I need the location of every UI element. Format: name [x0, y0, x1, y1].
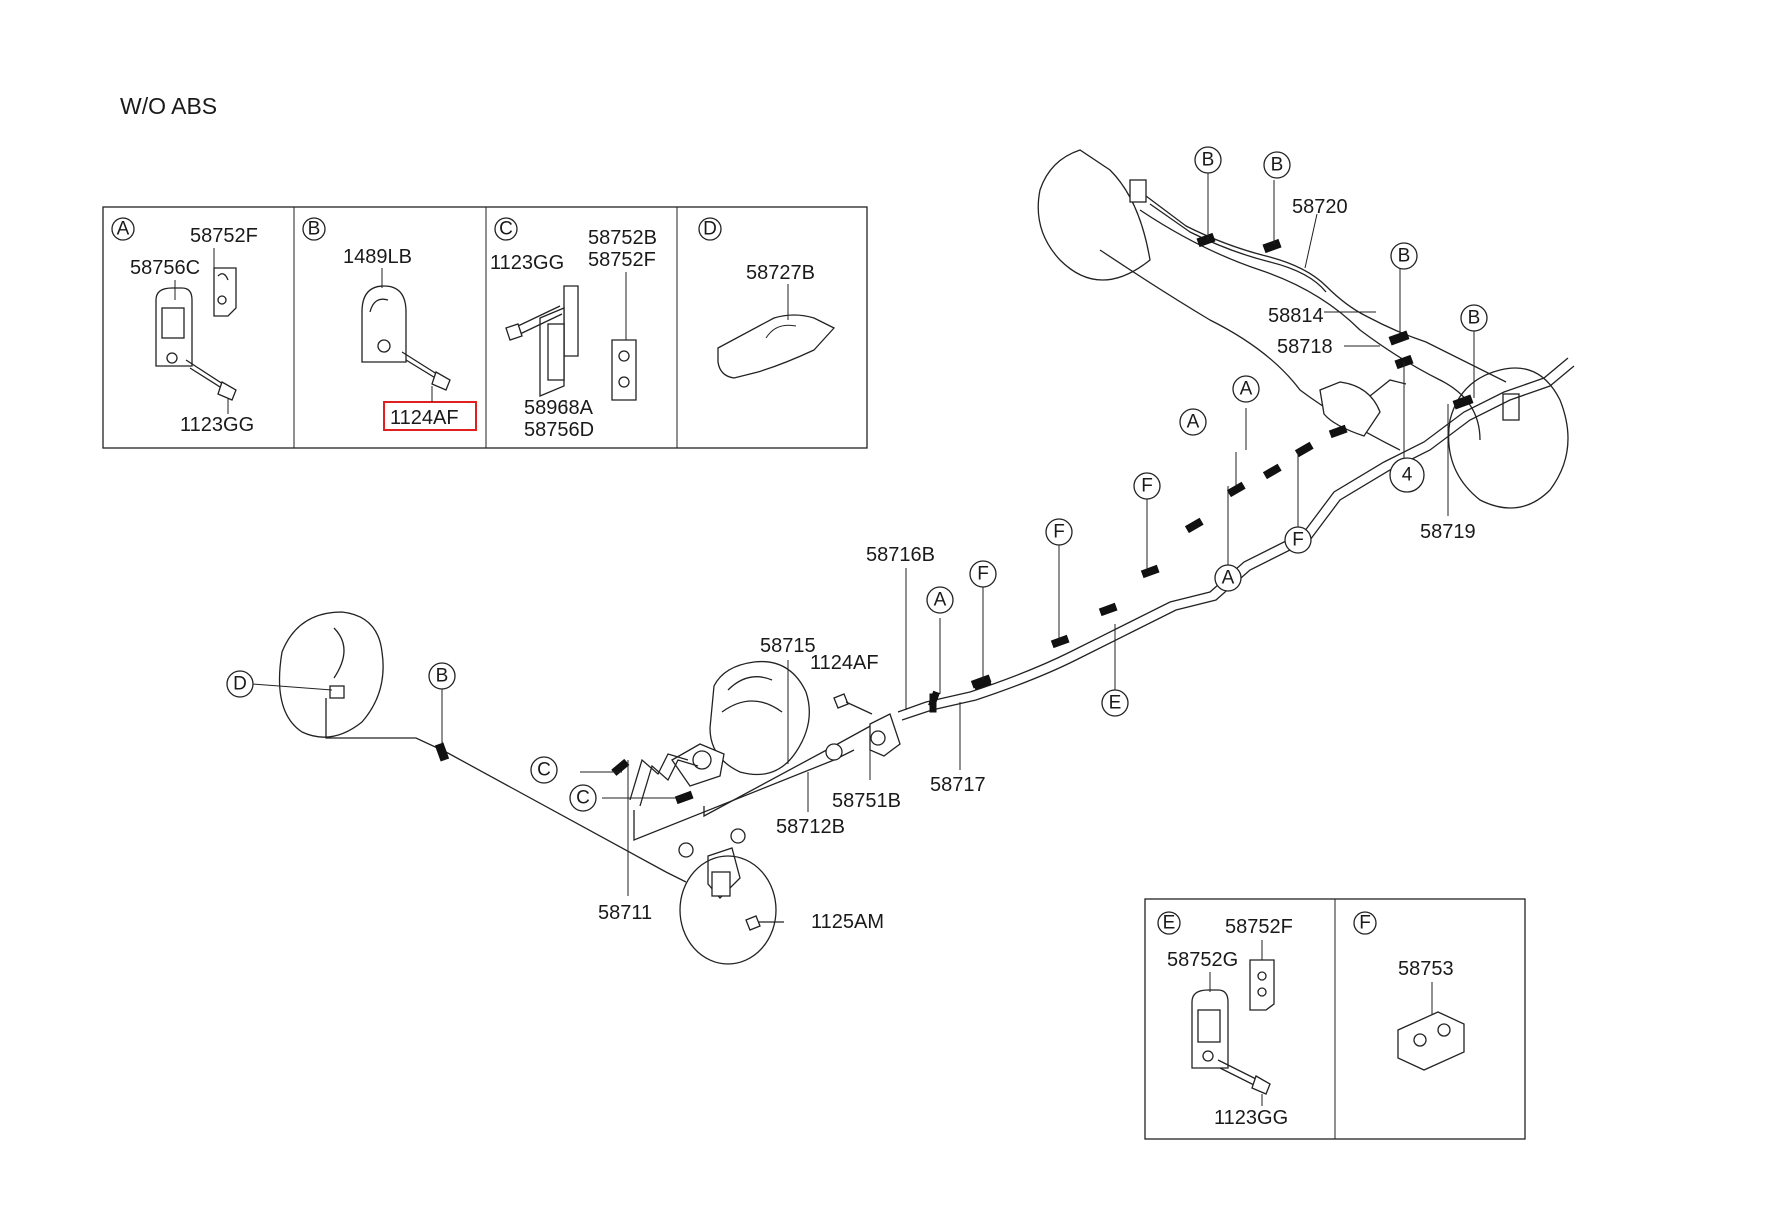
callout-b-1[interactable]: B: [1202, 150, 1215, 171]
part-label-58727B[interactable]: 58727B: [746, 262, 815, 284]
booster-assembly: [629, 660, 901, 965]
part-label-58756C[interactable]: 58756C: [130, 257, 200, 279]
part-label-58712B[interactable]: 58712B: [776, 816, 845, 838]
part-label-58752F-c[interactable]: 58752F: [588, 249, 656, 271]
detail-e-letter: E: [1163, 913, 1176, 934]
axle-flange-right: [1502, 393, 1520, 421]
part-label-58752G[interactable]: 58752G: [1167, 949, 1238, 971]
screw-c-icon: [505, 305, 563, 341]
callout-f-1[interactable]: F: [1292, 530, 1304, 551]
callout-a-1[interactable]: A: [1240, 379, 1253, 400]
part-label-58711[interactable]: 58711: [598, 902, 652, 924]
part-label-1124AF[interactable]: 1124AF: [810, 652, 879, 674]
callout-a-4[interactable]: A: [934, 590, 947, 611]
callout-a-2[interactable]: A: [1187, 412, 1200, 433]
detail-panel-bottom: [1144, 898, 1526, 1140]
part-label-1125AM[interactable]: 1125AM: [811, 911, 884, 933]
callout-b-3[interactable]: B: [1398, 246, 1411, 267]
callout-b-2[interactable]: B: [1271, 155, 1284, 176]
grommet-part-icon: [1397, 1011, 1465, 1071]
bolt-e-icon: [1217, 1059, 1271, 1095]
front-wheel-left: [278, 611, 687, 883]
callout-c-2[interactable]: C: [576, 788, 590, 809]
diagram-title: W/O ABS: [120, 93, 217, 119]
highlight-box-1124AF: [383, 401, 477, 431]
detail-box-e[interactable]: E 58752F 58752G 1123GG: [1157, 911, 1293, 1129]
axle-flange-left: [1129, 179, 1147, 203]
detail-panel-top: [102, 206, 868, 449]
part-label-58752F-a[interactable]: 58752F: [190, 225, 258, 247]
callout-a-3[interactable]: A: [1222, 568, 1235, 589]
detail-b-letter: B: [308, 219, 321, 240]
part-label-58716B[interactable]: 58716B: [866, 544, 935, 566]
part-label-58715[interactable]: 58715: [760, 635, 816, 657]
callout-c-1[interactable]: C: [537, 760, 551, 781]
clamp-part-icon: [155, 267, 237, 367]
detail-f-letter: F: [1359, 913, 1371, 934]
part-label-58719[interactable]: 58719: [1420, 521, 1476, 543]
detail-d-letter: D: [703, 219, 717, 240]
detail-c-letter: C: [499, 219, 513, 240]
callout-f-3[interactable]: F: [1053, 522, 1065, 543]
part-label-58752B[interactable]: 58752B: [588, 227, 657, 249]
main-part-labels[interactable]: 58720 58814 58718 58719 58716B 58715 112…: [598, 196, 1476, 933]
detail-box-a[interactable]: A 58752F 58756C 1123GG: [111, 217, 258, 436]
booster-clips: [611, 674, 992, 805]
part-label-58756D[interactable]: 58756D: [524, 419, 594, 441]
spacer-clip-icon: [611, 339, 637, 401]
leader-lines: [251, 166, 1475, 896]
screw-icon: [401, 351, 451, 391]
part-label-58753[interactable]: 58753: [1398, 958, 1454, 980]
rear-axle: [1037, 149, 1569, 509]
shield-part-icon: [717, 314, 836, 379]
callout-d-1[interactable]: D: [233, 674, 247, 695]
detail-box-b[interactable]: B 1489LB 1124AF: [302, 217, 477, 431]
part-label-1123GG-e[interactable]: 1123GG: [1214, 1107, 1288, 1129]
part-label-58814[interactable]: 58814: [1268, 305, 1324, 327]
part-label-58751B[interactable]: 58751B: [832, 790, 901, 812]
clamp-e-icon: [1191, 959, 1275, 1069]
callout-f-2[interactable]: F: [1141, 476, 1153, 497]
part-label-1489LB[interactable]: 1489LB: [343, 246, 412, 268]
clip-part-icon: [361, 285, 407, 363]
part-label-58717[interactable]: 58717: [930, 774, 986, 796]
detail-box-d[interactable]: D 58727B: [698, 217, 836, 379]
callout-f-4[interactable]: F: [977, 564, 989, 585]
callout-b-4[interactable]: B: [1468, 308, 1481, 329]
callout-4[interactable]: 4: [1402, 465, 1413, 486]
bolt-icon: [185, 359, 237, 401]
detail-box-c[interactable]: C 1123GG 58752B 58752F 58968A 58756D: [490, 217, 657, 441]
part-label-1124AF-detail[interactable]: 1124AF: [390, 407, 459, 429]
bracket-part-icon: [539, 285, 579, 397]
clip-markers: [928, 232, 1474, 708]
part-label-58752F-e[interactable]: 58752F: [1225, 916, 1293, 938]
detail-a-letter: A: [117, 219, 130, 240]
part-label-58718[interactable]: 58718: [1277, 336, 1333, 358]
part-label-58968A[interactable]: 58968A: [524, 397, 594, 419]
detail-box-f[interactable]: F 58753: [1353, 911, 1465, 1071]
callout-circles[interactable]: B B B B 4 A A A F F F F A E B D C C: [226, 146, 1488, 812]
part-label-1123GG-a[interactable]: 1123GG: [180, 414, 254, 436]
part-label-58720[interactable]: 58720: [1292, 196, 1348, 218]
callout-b-5[interactable]: B: [436, 666, 449, 687]
callout-e-1[interactable]: E: [1109, 693, 1122, 714]
part-label-1123GG-c[interactable]: 1123GG: [490, 252, 564, 274]
fasteners: [745, 693, 873, 931]
